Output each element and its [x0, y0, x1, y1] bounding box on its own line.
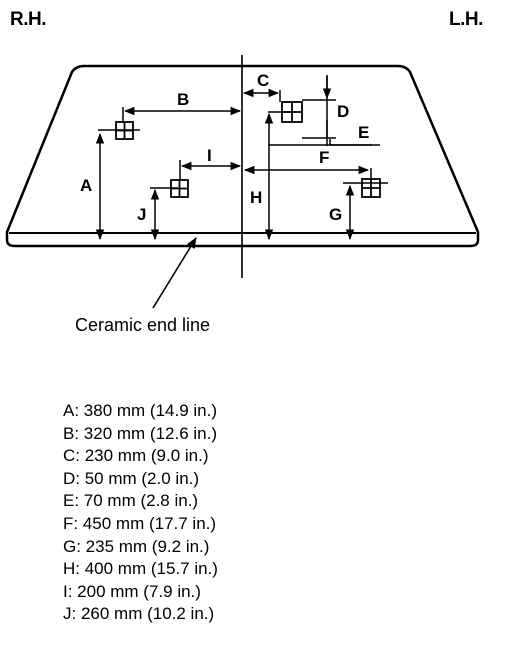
dim-letter-i: I — [207, 146, 212, 165]
mount-square-f — [361, 178, 381, 198]
legend-item-c: C: 230 mm (9.0 in.) — [63, 446, 209, 466]
windshield-diagram: A B C D E F G H I J Ceramic end line — [5, 55, 480, 335]
legend-item-b: B: 320 mm (12.6 in.) — [63, 423, 218, 443]
legend-item-e: E: 70 mm (2.8 in.) — [63, 491, 199, 511]
dim-letter-f: F — [319, 148, 329, 167]
dim-letter-h: H — [250, 188, 262, 207]
dim-letter-j: J — [137, 205, 146, 224]
dim-letter-e: E — [358, 123, 369, 142]
dimension-legend: A: 380 mm (14.9 in.) B: 320 mm (12.6 in.… — [63, 400, 218, 626]
dim-letter-c: C — [257, 71, 269, 90]
legend-item-f: F: 450 mm (17.7 in.) — [63, 513, 217, 533]
callout-leader — [152, 237, 197, 309]
left-hand-label: L.H. — [449, 9, 483, 30]
legend-item-i: I: 200 mm (7.9 in.) — [63, 581, 201, 601]
ceramic-end-line-label: Ceramic end line — [75, 315, 210, 335]
dim-letter-a: A — [80, 176, 92, 195]
right-hand-label: R.H. — [10, 9, 47, 30]
legend-item-a: A: 380 mm (14.9 in.) — [63, 401, 218, 420]
windshield-outline — [5, 64, 480, 248]
dim-letter-b: B — [177, 90, 189, 109]
legend-item-h: H: 400 mm (15.7 in.) — [63, 559, 218, 579]
dim-letter-d: D — [337, 102, 349, 121]
legend-item-d: D: 50 mm (2.0 in.) — [63, 468, 200, 488]
extension-lines — [98, 75, 388, 189]
legend-item-g: G: 235 mm (9.2 in.) — [63, 536, 210, 556]
legend-item-j: J: 260 mm (10.2 in.) — [63, 604, 215, 624]
dim-letter-g: G — [329, 205, 342, 224]
dimension-lines — [95, 76, 372, 241]
